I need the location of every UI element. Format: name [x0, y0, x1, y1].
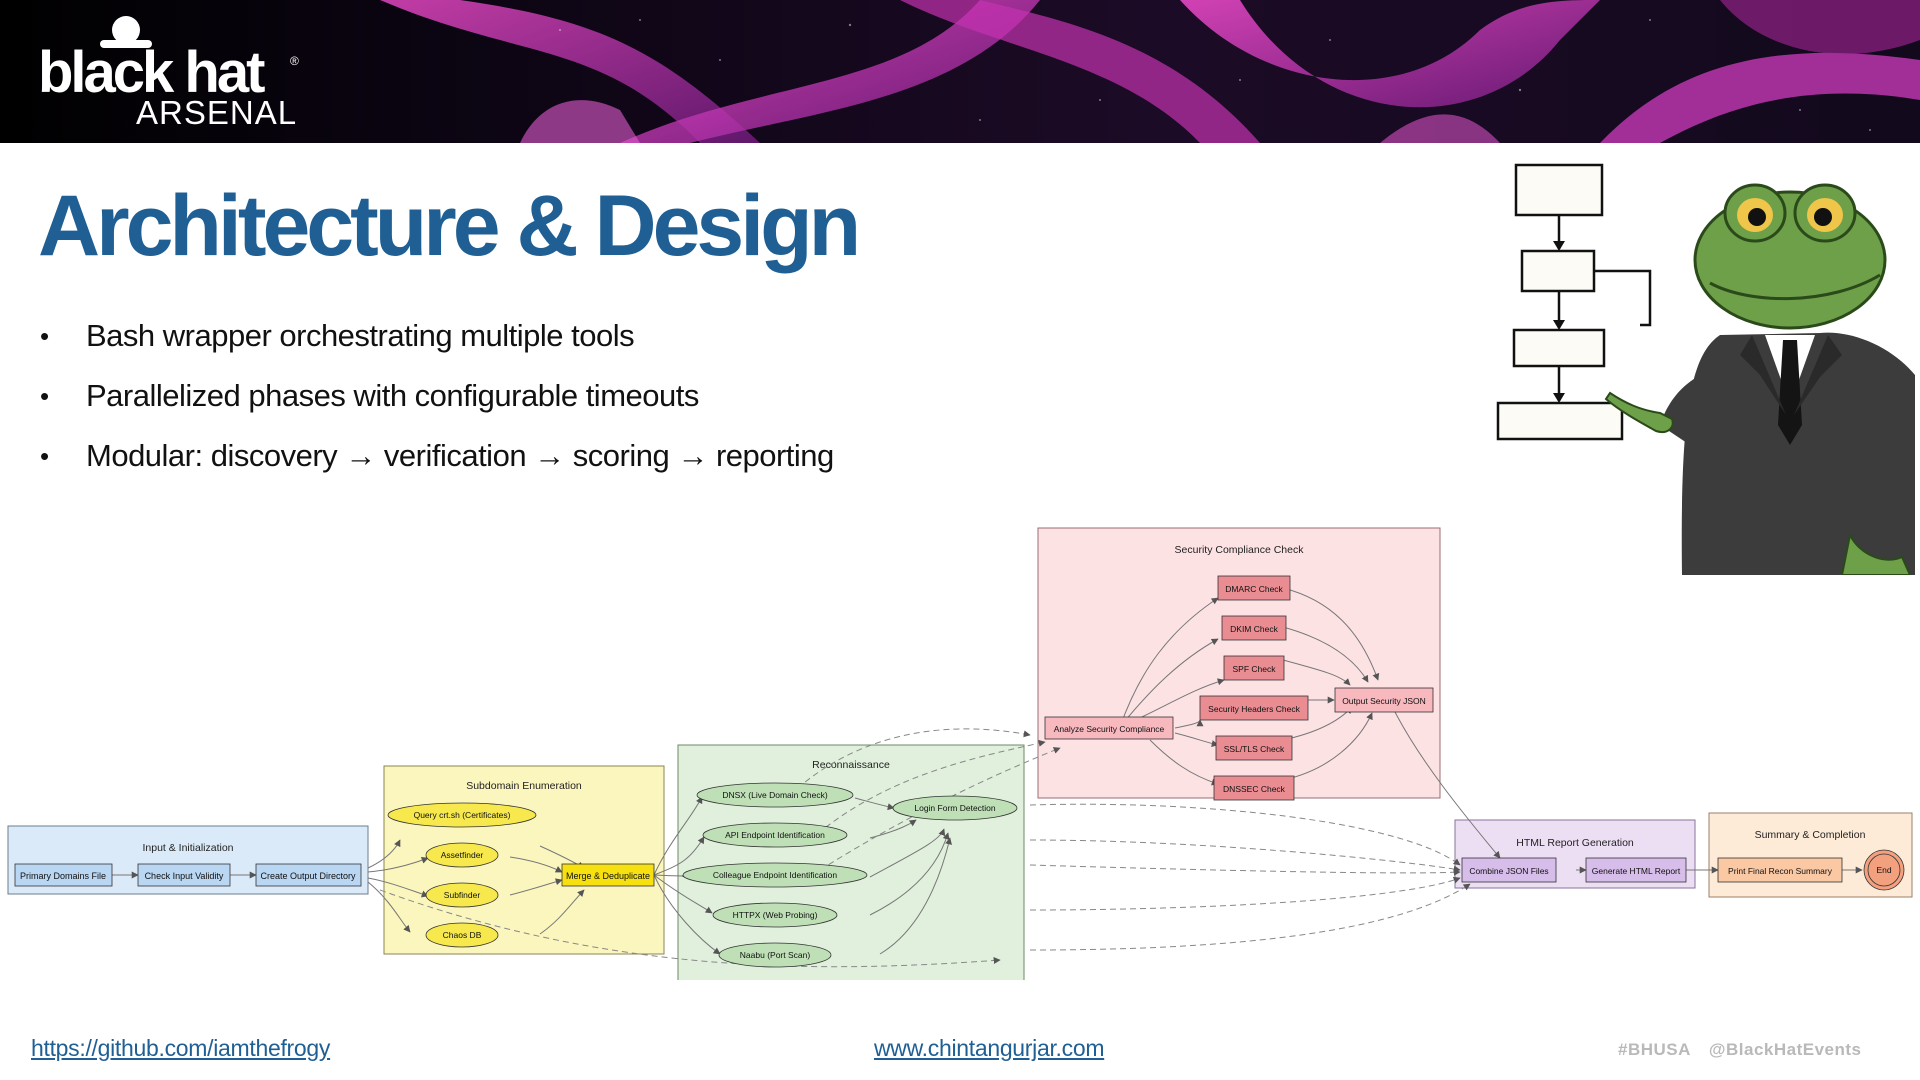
node-analyze-label: Analyze Security Compliance [1054, 724, 1165, 734]
node-analyze [1044, 716, 1174, 740]
node-combine-label: Combine JSON Files [1469, 866, 1548, 876]
bullet-dot-icon: • [40, 381, 49, 411]
node-dnsx-label: DNSX (Live Domain Check) [722, 790, 828, 800]
bullet-dot-icon: • [40, 441, 49, 471]
node-dnssec-label: DNSSEC Check [1223, 784, 1286, 794]
abstract-magenta-banner-art [0, 0, 1920, 143]
architecture-flow-diagram: Input & Initialization Subdomain Enumera… [7, 527, 1913, 980]
node-login-label: Login Form Detection [914, 803, 996, 813]
node-chaos-label: Chaos DB [443, 930, 482, 940]
node-api-label: API Endpoint Identification [725, 830, 825, 840]
node-naabu-label: Naabu (Port Scan) [740, 950, 811, 960]
cluster-subdomain [383, 765, 665, 955]
node-primary-domains [14, 863, 113, 887]
frog-presenting-flowchart-illustration [1496, 163, 1915, 575]
black-hat-arsenal-logo: black hat ® ARSENAL [38, 14, 308, 132]
cluster-input-label: Input & Initialization [142, 842, 233, 854]
bullet-text: Parallelized phases with configurable ti… [86, 378, 699, 413]
hat-icon [100, 16, 152, 48]
bullet-item: • Parallelized phases with configurable t… [40, 366, 834, 426]
node-dnssec [1213, 775, 1295, 801]
node-assetfinder [425, 842, 499, 868]
node-primary-domains-label: Primary Domains File [20, 871, 106, 881]
cluster-subdomain-label: Subdomain Enumeration [466, 780, 582, 792]
social-handle: @BlackHatEvents [1708, 1040, 1862, 1059]
node-dkim [1221, 615, 1287, 641]
bullet-item: • Modular: discovery → verification → sco… [40, 426, 834, 486]
node-query-crtsh [387, 802, 537, 828]
node-create-output [255, 863, 362, 887]
registered-mark: ® [290, 54, 299, 68]
github-link[interactable]: https://github.com/iamthefrogy [31, 1035, 331, 1061]
node-colleague [682, 862, 868, 888]
node-merge-label: Merge & Deduplicate [566, 871, 650, 881]
node-dnsx [696, 782, 854, 808]
node-headers [1199, 695, 1309, 721]
node-httpx [712, 902, 838, 928]
node-end [1863, 849, 1905, 891]
node-output-json [1334, 687, 1434, 713]
node-dmarc-label: DMARC Check [1225, 584, 1283, 594]
hashtag: #BHUSA [1618, 1040, 1691, 1059]
node-subfinder [425, 882, 499, 908]
event-tags: #BHUSA @BlackHatEvents [1618, 1040, 1880, 1060]
node-spf [1223, 655, 1285, 681]
node-ssl-label: SSL/TLS Check [1224, 744, 1285, 754]
bullet-item: • Bash wrapper orchestrating multiple too… [40, 306, 834, 366]
bullet-list: • Bash wrapper orchestrating multiple too… [40, 306, 834, 486]
cluster-security-label: Security Compliance Check [1175, 544, 1305, 556]
node-end-label: End [1876, 865, 1891, 875]
node-end-ring [1867, 853, 1901, 887]
node-query-crtsh-label: Query crt.sh (Certificates) [414, 810, 511, 820]
node-ssl [1215, 735, 1293, 761]
cluster-recon-label: Reconnaissance [812, 759, 890, 771]
node-httpx-label: HTTPX (Web Probing) [733, 910, 818, 920]
logo-subtitle: ARSENAL [136, 94, 298, 131]
node-spf-label: SPF Check [1233, 664, 1277, 674]
header-banner: black hat ® ARSENAL [0, 0, 1920, 143]
website-link[interactable]: www.chintangurjar.com [874, 1035, 1105, 1061]
node-print-summary [1717, 857, 1843, 883]
node-create-output-label: Create Output Directory [260, 871, 356, 881]
node-assetfinder-label: Assetfinder [441, 850, 484, 860]
node-subfinder-label: Subfinder [444, 890, 481, 900]
node-dkim-label: DKIM Check [1230, 624, 1278, 634]
node-check-input [137, 863, 231, 887]
node-generate [1585, 857, 1687, 883]
node-chaos [425, 922, 499, 948]
wordmark: black hat [38, 40, 265, 105]
node-api [702, 822, 848, 848]
node-colleague-label: Colleague Endpoint Identification [713, 870, 838, 880]
node-check-input-label: Check Input Validity [145, 871, 224, 881]
page-title: Architecture & Design [38, 178, 861, 274]
cluster-summary-label: Summary & Completion [1755, 829, 1866, 841]
node-headers-label: Security Headers Check [1208, 704, 1300, 714]
node-login [892, 795, 1018, 821]
bullet-dot-icon: • [40, 321, 49, 351]
cluster-report-label: HTML Report Generation [1516, 837, 1634, 849]
cluster-recon [677, 744, 1025, 980]
node-combine [1461, 857, 1557, 883]
node-merge [561, 863, 655, 887]
node-dmarc [1217, 575, 1291, 601]
node-naabu [718, 942, 832, 968]
bullet-text: Modular: discovery → verification → scor… [86, 438, 834, 473]
node-generate-label: Generate HTML Report [1592, 866, 1681, 876]
node-output-json-label: Output Security JSON [1342, 696, 1426, 706]
bullet-text: Bash wrapper orchestrating multiple tool… [86, 318, 635, 353]
node-print-summary-label: Print Final Recon Summary [1728, 866, 1833, 876]
